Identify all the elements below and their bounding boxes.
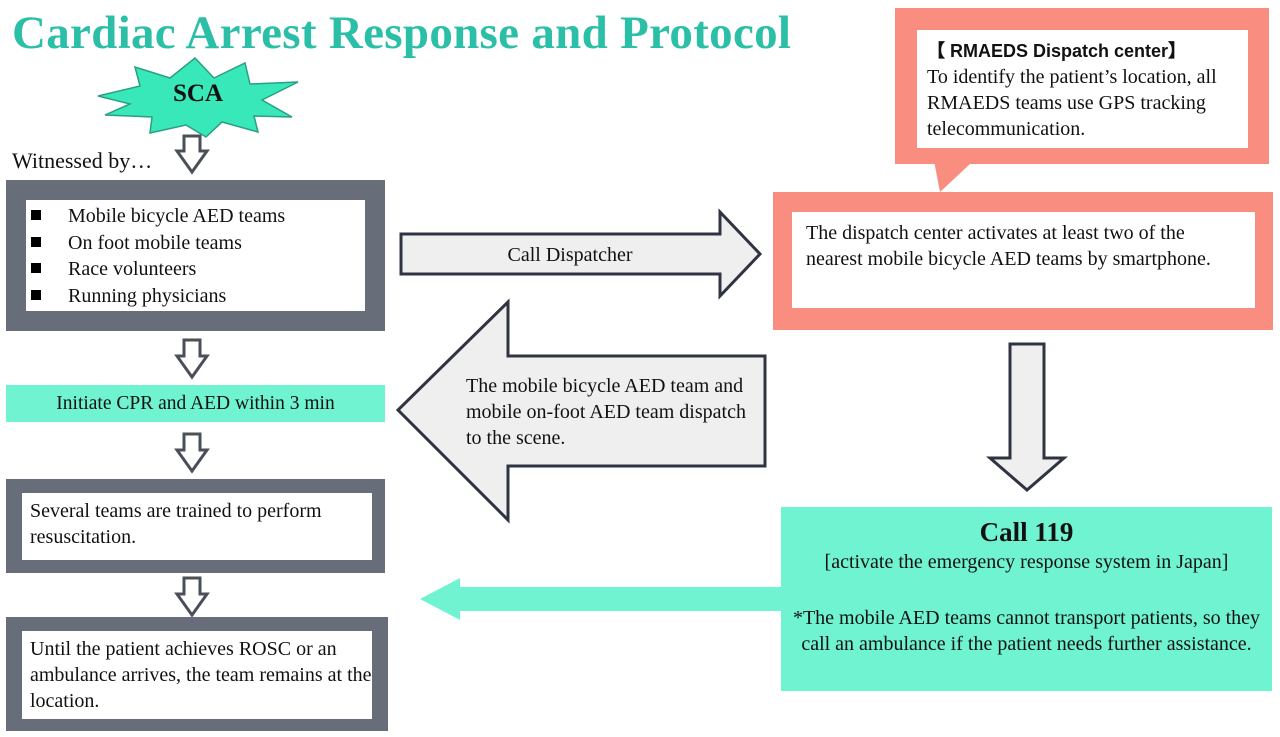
until-rosc-box: Until the patient achieves ROSC or an am… — [6, 617, 388, 731]
down-arrow-4 — [174, 576, 210, 618]
witnessed-label: Witnessed by… — [12, 148, 153, 173]
down-arrow-2 — [174, 338, 210, 380]
sca-label: SCA — [172, 80, 223, 107]
initiate-cpr-text: Initiate CPR and AED within 3 min — [56, 393, 335, 414]
initiate-cpr-box: Initiate CPR and AED within 3 min — [6, 385, 385, 422]
rmaeds-callout-body: To identify the patient’s location, all … — [927, 66, 1217, 140]
call119-subtitle: [activate the emergency response system … — [824, 551, 1229, 573]
witness-item: On foot mobile teams — [26, 230, 365, 257]
trained-text: Several teams are trained to perform res… — [30, 500, 322, 548]
call119-back-arrow — [420, 578, 781, 620]
call119-title: Call 119 — [979, 517, 1074, 547]
rmaeds-callout-title: 【 RMAEDS Dispatch center】 — [927, 41, 1187, 61]
dispatch-scene-label: The mobile bicycle AED team and mobile o… — [466, 375, 746, 449]
call-dispatcher-label: Call Dispatcher — [507, 244, 633, 266]
dispatch-activation-box: The dispatch center activates at least t… — [773, 192, 1273, 330]
down-arrow-3 — [174, 432, 210, 474]
dispatch-activation-text: The dispatch center activates at least t… — [806, 222, 1211, 270]
until-rosc-text: Until the patient achieves ROSC or an am… — [30, 638, 372, 712]
witness-list: Mobile bicycle AED teams On foot mobile … — [26, 203, 365, 309]
witness-box: Mobile bicycle AED teams On foot mobile … — [6, 180, 385, 331]
witness-item: Race volunteers — [26, 256, 365, 283]
witness-item: Mobile bicycle AED teams — [26, 203, 365, 230]
witness-item: Running physicians — [26, 283, 365, 310]
down-arrow-1 — [174, 134, 210, 175]
page-title: Cardiac Arrest Response and Protocol — [12, 7, 792, 59]
call119-note: *The mobile AED teams cannot transport p… — [792, 607, 1261, 655]
rmaeds-callout: 【 RMAEDS Dispatch center】 To identify th… — [895, 8, 1269, 164]
down-arrow-dispatch — [985, 342, 1069, 492]
call119-box: Call 119 [activate the emergency respons… — [781, 507, 1272, 691]
trained-box: Several teams are trained to perform res… — [6, 479, 385, 573]
